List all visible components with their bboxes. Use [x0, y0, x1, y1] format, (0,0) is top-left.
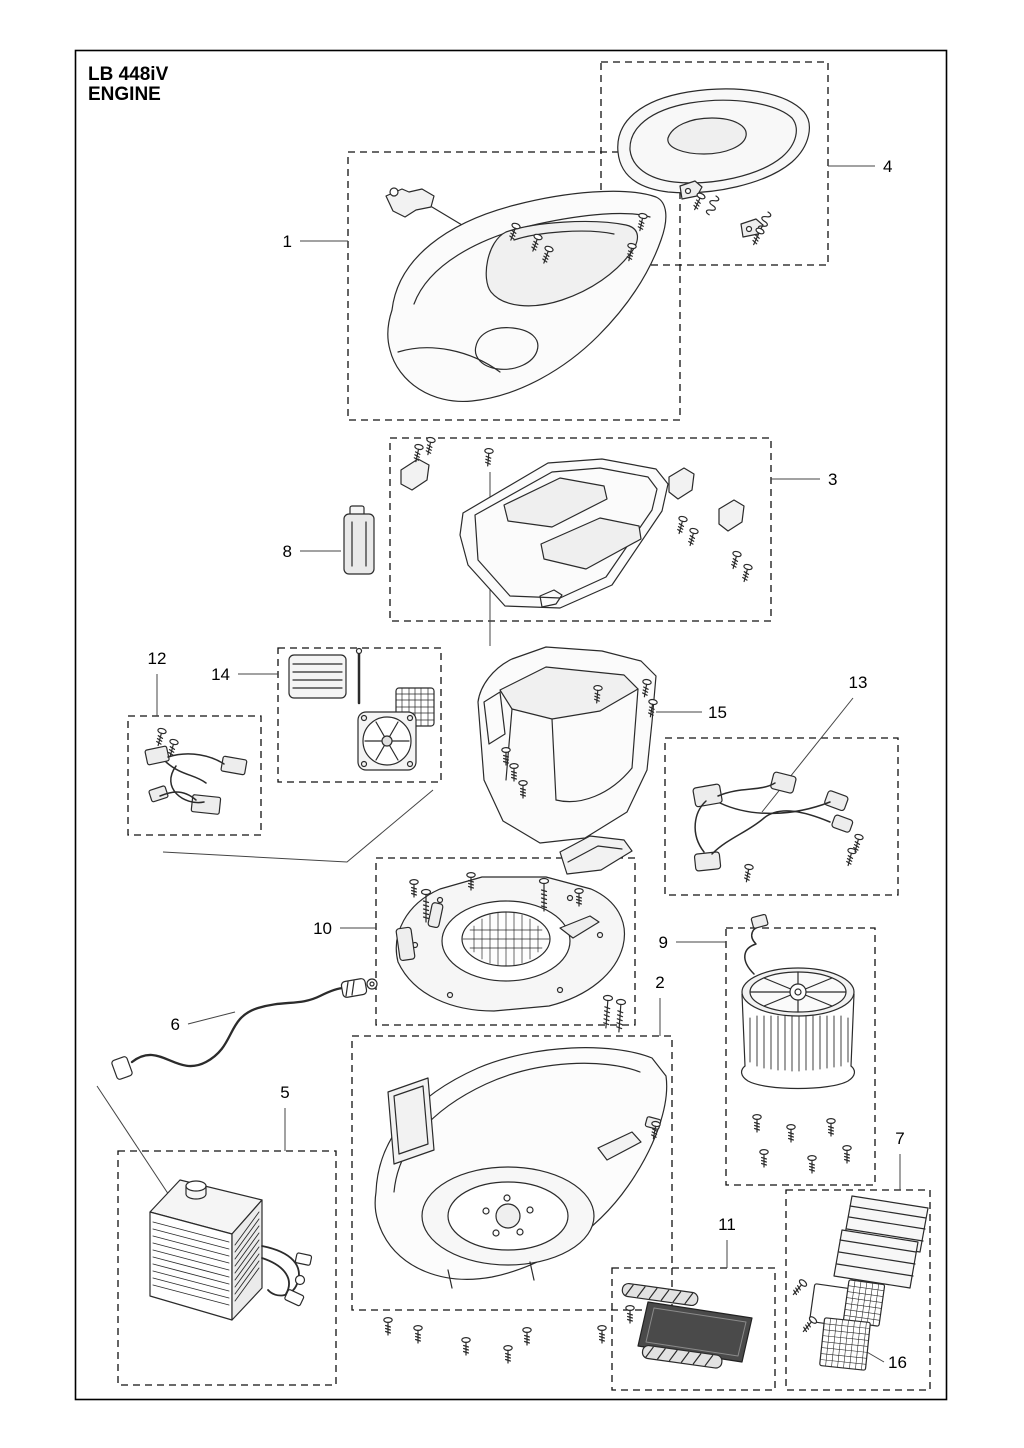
group-box-2 [351, 1035, 673, 1311]
charger-fins [152, 1211, 260, 1306]
part-7-vents [789, 1195, 929, 1335]
callout-label-14: 14 [211, 665, 230, 684]
group-boxes [117, 61, 931, 1391]
mount-perforation [462, 911, 550, 967]
callout-label-5: 5 [280, 1083, 289, 1102]
leader-line-13 [761, 697, 854, 813]
callout-label-11: 11 [718, 1215, 736, 1234]
part-12-harness [144, 726, 248, 815]
callout-labels: 1 2 3 4 5 6 7 8 9 10 11 12 13 14 15 16 [148, 157, 907, 1372]
part-6-cable [111, 978, 378, 1080]
part-12-wires [159, 753, 225, 804]
callout-label-12: 12 [148, 649, 167, 668]
pad-strip-bottom [641, 1344, 723, 1369]
group-box-9 [725, 927, 876, 1186]
part-2-lower-chassis [374, 994, 668, 1364]
part-16-filter [819, 1317, 871, 1371]
callout-label-15: 15 [708, 703, 727, 722]
callout-label-13: 13 [849, 673, 868, 692]
pad-dark [637, 1301, 753, 1363]
callout-label-1: 1 [283, 232, 292, 251]
part-11-pads [621, 1282, 753, 1369]
page-title: LB 448iV [88, 64, 169, 85]
part-13-harness [692, 771, 865, 884]
callout-label-2: 2 [655, 973, 664, 992]
group-box-10 [375, 857, 636, 1026]
part-4-lid [617, 88, 810, 247]
callout-label-9: 9 [659, 933, 668, 952]
motor-fins [749, 1015, 849, 1072]
vent-perforated-plate [842, 1279, 886, 1327]
group-box-12 [127, 715, 262, 836]
part-9-motor [741, 913, 855, 1174]
callout-label-7: 7 [895, 1129, 904, 1148]
part-10-motor-mount [395, 871, 625, 1012]
group-box-3 [389, 437, 772, 622]
callout-label-10: 10 [313, 919, 332, 938]
part-15-housing [477, 646, 659, 875]
part-5-charger [149, 1179, 313, 1321]
callout-label-3: 3 [828, 470, 837, 489]
callout-label-16: 16 [888, 1353, 907, 1372]
group-box-13 [664, 737, 899, 896]
callout-label-6: 6 [171, 1015, 180, 1034]
group-box-11 [611, 1267, 776, 1391]
group-box-4 [600, 61, 829, 266]
part-drawings [111, 88, 929, 1371]
part-1-top-cover [385, 187, 667, 403]
pad-strip-top [621, 1282, 699, 1307]
group-box-5 [117, 1150, 337, 1386]
page-subtitle: ENGINE [88, 84, 161, 105]
leader-line-6 [187, 1011, 236, 1025]
part-8-latch [343, 505, 375, 575]
callout-label-8: 8 [283, 542, 292, 561]
construction-line-b [162, 789, 434, 863]
part-3-frame [400, 436, 754, 609]
group-box-7 [785, 1189, 931, 1391]
callout-label-4: 4 [883, 157, 892, 176]
group-box-14 [277, 647, 442, 783]
part-13-wires [694, 782, 831, 855]
part-14-fan-assembly [288, 647, 435, 771]
